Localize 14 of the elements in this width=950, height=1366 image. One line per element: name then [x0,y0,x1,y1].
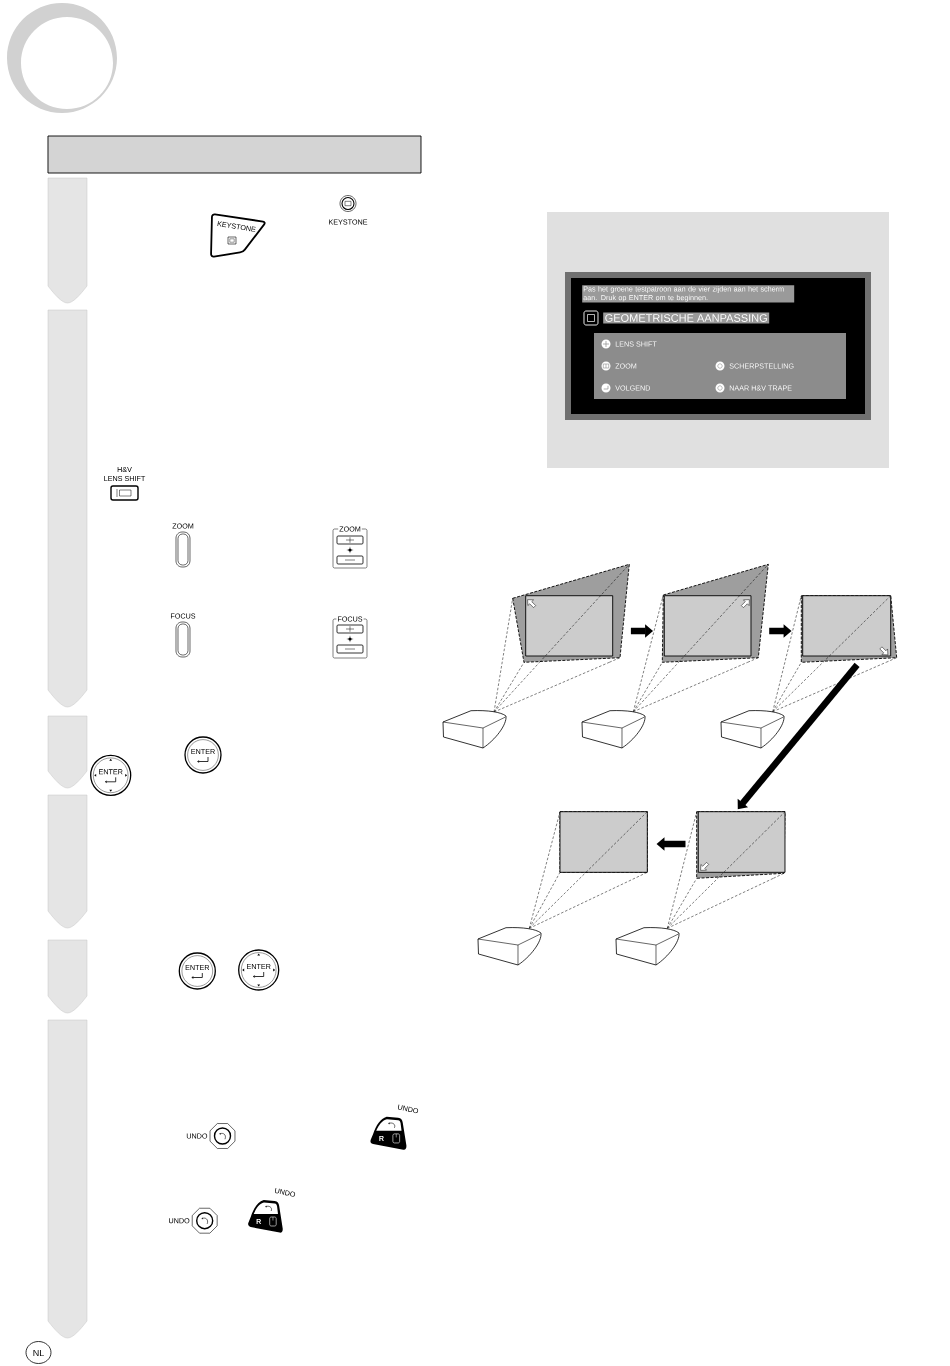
step-tab [47,177,88,304]
language-badge: NL [25,1341,52,1364]
step-tab [47,939,88,1014]
projected-image [512,563,630,663]
step-tab [47,794,88,929]
step-tab [47,309,88,708]
projected-image [800,595,898,663]
osd-title: GEOMETRISCHE AANPASSING [603,312,770,324]
projected-image [696,811,786,879]
projected-image [661,563,769,663]
step-tab [47,715,88,789]
heading-bar [47,135,422,174]
projected-image [559,811,648,873]
step-tab [47,1019,88,1339]
